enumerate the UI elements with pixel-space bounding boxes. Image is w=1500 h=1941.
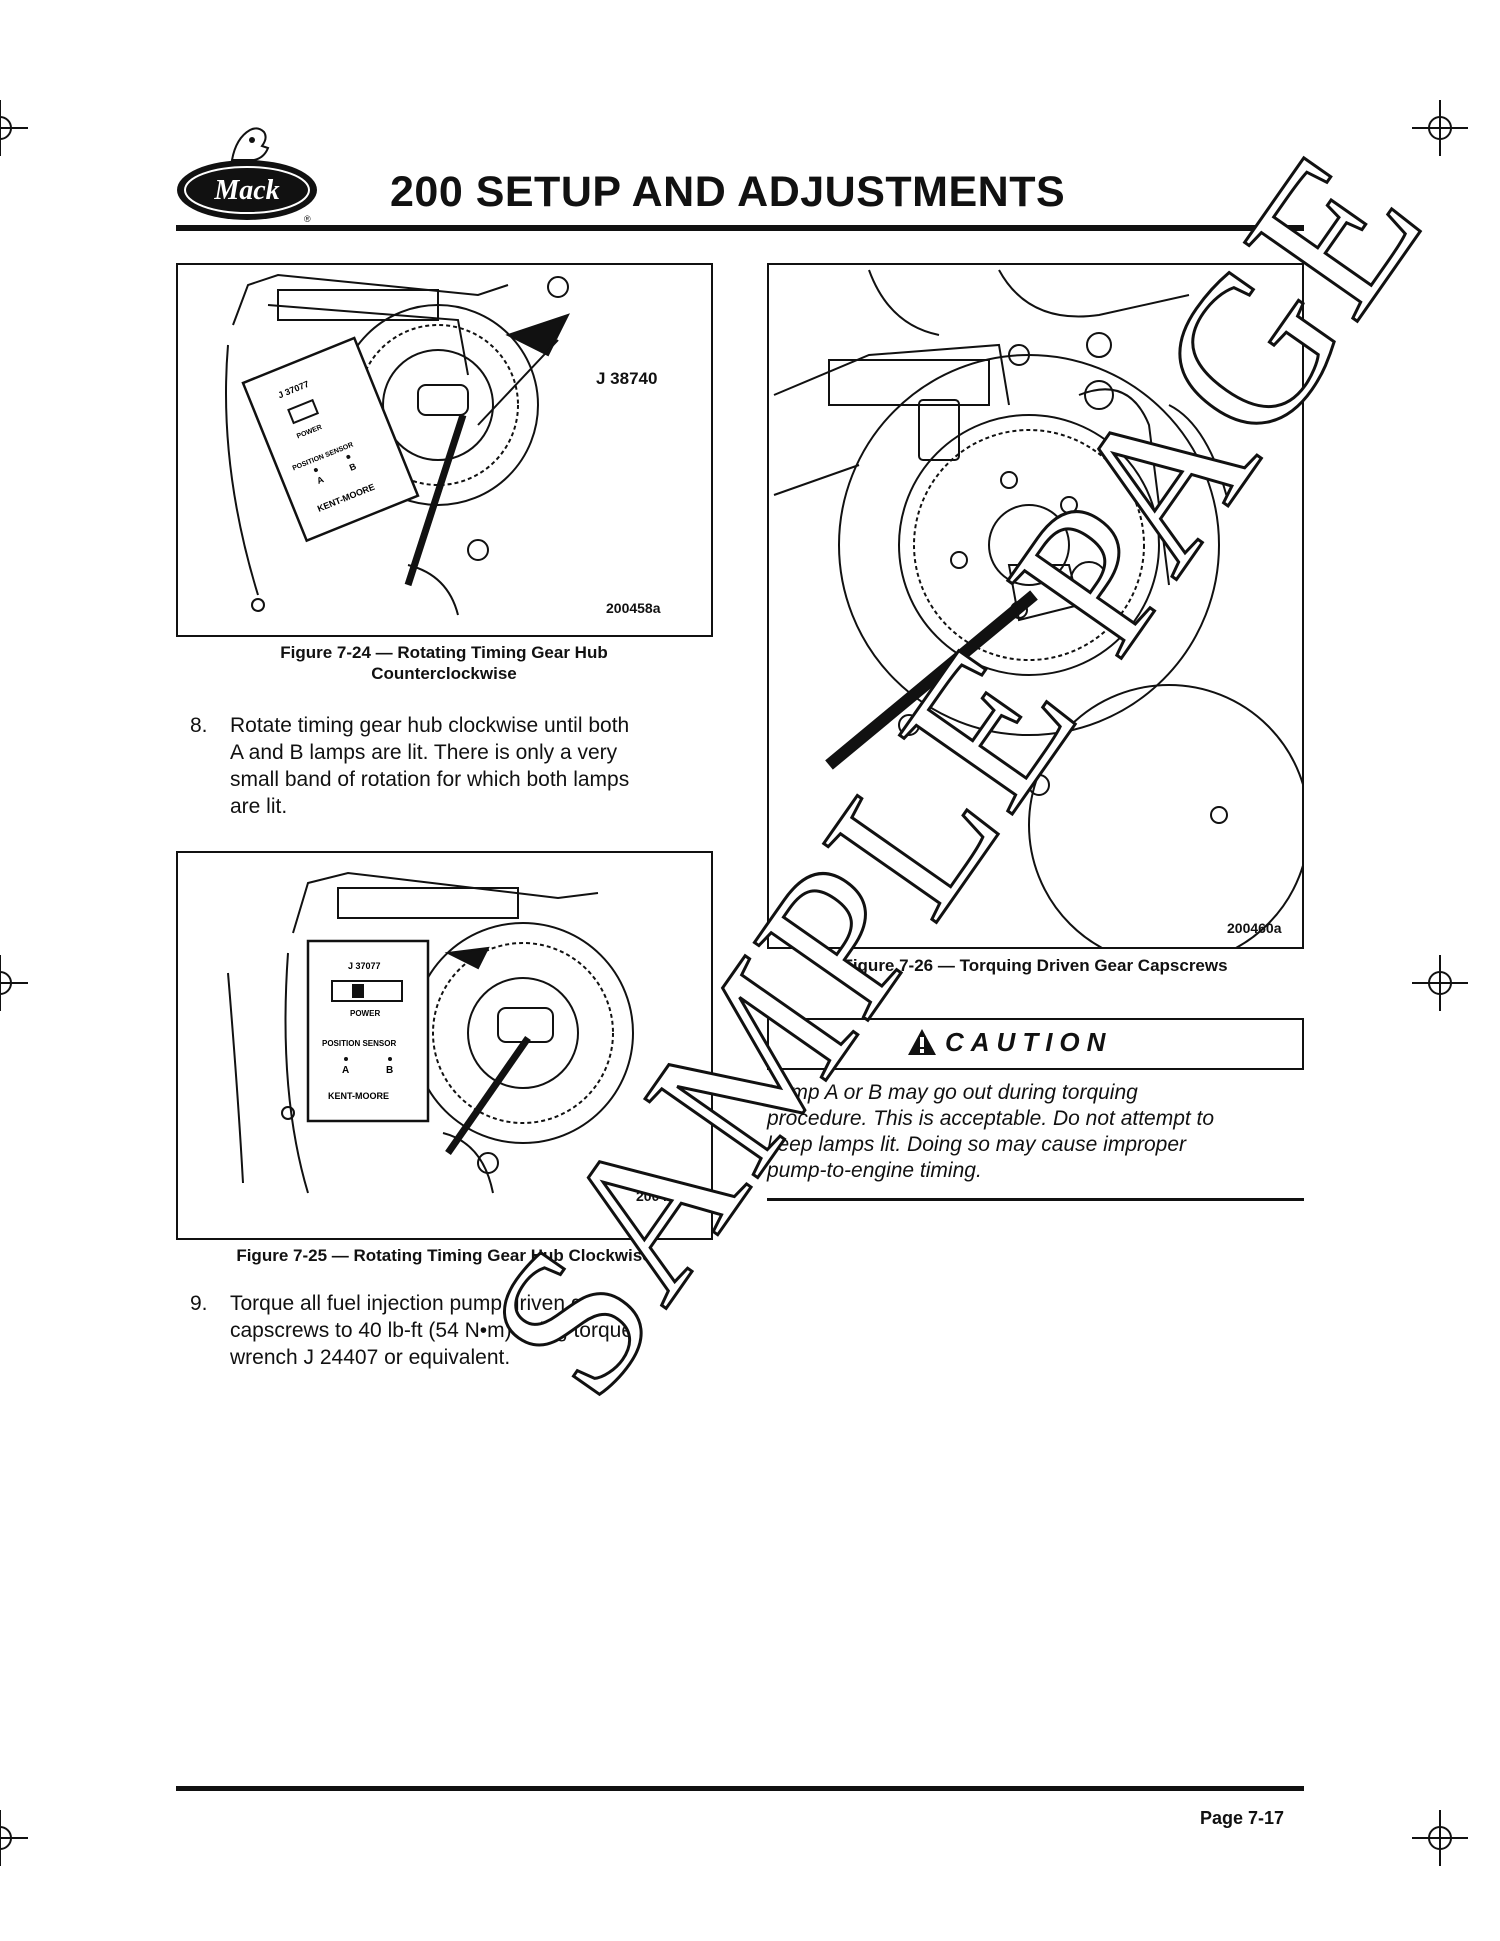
step-8: 8. Rotate timing gear hub clockwise unti… [190, 712, 710, 822]
registration-mark-icon [0, 100, 28, 156]
device-power: POWER [350, 1009, 380, 1018]
step-number: 8. [190, 714, 208, 737]
figure-7-24: J 37077 POWER POSITION SENSOR A B KENT-M… [176, 263, 713, 637]
engine-illustration: J 37077 POWER POSITION SENSOR A B KENT-M… [225, 273, 570, 616]
page-title: 200 SETUP AND ADJUSTMENTS [390, 168, 1066, 216]
logo-text: Mack [213, 175, 279, 206]
step-line: are lit. [230, 795, 288, 818]
footer-rule [176, 1786, 1304, 1791]
lamp-b-label: B [386, 1065, 393, 1076]
caption-line: Figure 7-24 — Rotating Timing Gear Hub [280, 643, 608, 662]
step-line: small band of rotation for which both la… [230, 768, 630, 791]
figure-7-26: 200460a [767, 263, 1304, 949]
device-brand: KENT-MOORE [328, 1091, 389, 1101]
figure-id: 200460a [1227, 920, 1282, 936]
registration-mark-icon [1412, 100, 1468, 156]
figure-caption: Figure 7-25 — Rotating Timing Gear Hub C… [236, 1246, 652, 1265]
step-line: Rotate timing gear hub clockwise until b… [230, 714, 630, 737]
caption-line: Counterclockwise [371, 664, 517, 683]
caution-label: CAUTION [945, 1027, 1113, 1057]
caution-line: procedure. This is acceptable. Do not at… [767, 1107, 1215, 1130]
caution-line: Lamp A or B may go out during torquing [767, 1081, 1138, 1104]
warning-triangle-icon [908, 1029, 936, 1055]
registration-mark-icon [1412, 1810, 1468, 1866]
figure-caption: Figure 7-26 — Torquing Driven Gear Capsc… [842, 956, 1228, 975]
caution-rule [767, 1198, 1304, 1201]
figure-id: 200458a [606, 600, 661, 616]
step-number: 9. [190, 1292, 208, 1315]
engine-illustration: J 37077 POWER POSITION SENSOR A B KENT-M… [227, 871, 634, 1194]
caution-line: pump-to-engine timing. [767, 1159, 982, 1182]
caution-box: CAUTION [767, 1018, 1304, 1070]
device-model: J 37077 [348, 961, 381, 971]
figure-7-25: J 37077 POWER POSITION SENSOR A B KENT-M… [176, 851, 713, 1240]
mack-logo: Mack ® [177, 127, 317, 224]
lamp-a-label: A [315, 474, 325, 486]
device-sensor: POSITION SENSOR [322, 1039, 396, 1048]
registration-mark-icon [0, 1810, 28, 1866]
caution-text: Lamp A or B may go out during torquing p… [767, 1080, 1307, 1184]
lamp-b-label: B [348, 461, 358, 473]
registration-mark-icon [0, 955, 28, 1011]
figure-callout: J 38740 [596, 369, 658, 388]
step-9: 9. Torque all fuel injection pump driven… [190, 1290, 710, 1374]
registration-mark-icon [1412, 955, 1468, 1011]
caution-line: keep lamps lit. Doing so may cause impro… [767, 1133, 1187, 1156]
step-line: Torque all fuel injection pump driven ge… [230, 1292, 613, 1315]
step-line: wrench J 24407 or equivalent. [230, 1346, 511, 1369]
header-rule [176, 225, 1304, 231]
svg-text:®: ® [304, 214, 311, 224]
page-number: Page 7-17 [1200, 1808, 1285, 1828]
step-line: capscrews to 40 lb-ft (54 N•m) using tor… [230, 1319, 634, 1342]
figure-caption: Figure 7-24 — Rotating Timing Gear Hub C… [176, 642, 712, 684]
lamp-a-label: A [342, 1065, 349, 1076]
step-line: A and B lamps are lit. There is only a v… [230, 741, 618, 764]
engine-illustration [773, 269, 1302, 947]
figure-id: 200459a [636, 1188, 691, 1204]
